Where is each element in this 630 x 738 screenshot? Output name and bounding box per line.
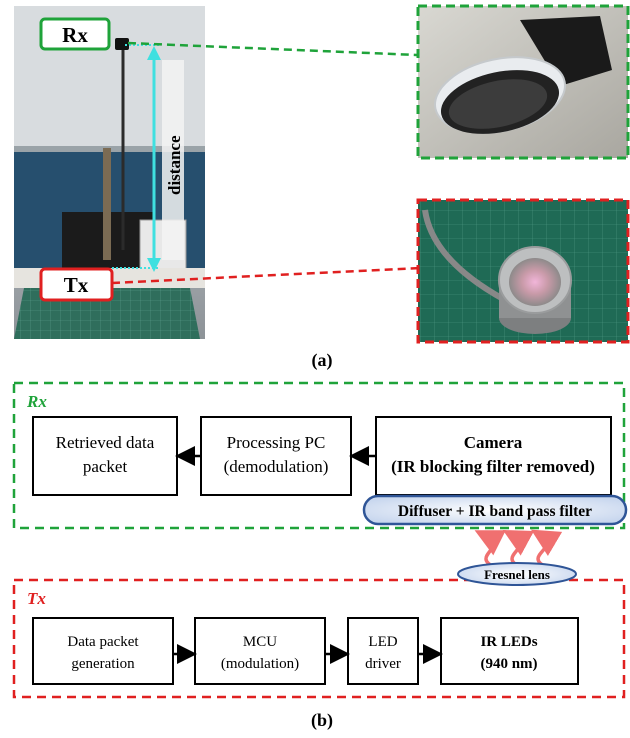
- data-packet-block: Data packet generation: [32, 617, 174, 685]
- stand-pole: [103, 148, 111, 260]
- svg-text:(modulation): (modulation): [221, 656, 299, 672]
- camera-block: Camera (IR blocking filter removed): [375, 416, 612, 496]
- camera-body: [520, 16, 612, 86]
- led-driver-block: LED driver: [347, 617, 419, 685]
- svg-text:Fresnel lens: Fresnel lens: [484, 567, 550, 582]
- svg-text:packet: packet: [83, 457, 128, 476]
- svg-text:IR LEDs: IR LEDs: [480, 634, 537, 650]
- rx-inset-photo: [416, 4, 630, 160]
- rx-label-text: Rx: [62, 23, 88, 47]
- tx-photo-label: Tx: [39, 267, 114, 302]
- led-glow: [509, 258, 561, 306]
- svg-text:Diffuser + IR band pass filter: Diffuser + IR band pass filter: [398, 503, 592, 520]
- led-cable: [422, 209, 507, 303]
- rx-callout-line: [127, 41, 418, 57]
- processing-pc-block: Processing PC (demodulation): [200, 416, 352, 496]
- ir-leds-block: IR LEDs (940 nm): [440, 617, 579, 685]
- svg-text:Retrieved data: Retrieved data: [56, 433, 155, 452]
- svg-text:Data packet: Data packet: [67, 634, 139, 650]
- svg-text:generation: generation: [71, 656, 135, 672]
- retrieved-data-block: Retrieved data packet: [32, 416, 178, 496]
- distance-label-bg: [162, 60, 184, 260]
- svg-text:(demodulation): (demodulation): [224, 457, 329, 476]
- svg-text:driver: driver: [365, 656, 401, 672]
- svg-text:(940 nm): (940 nm): [480, 656, 537, 672]
- tx-inset-photo: [416, 198, 630, 344]
- setup-photo: distance: [14, 6, 205, 339]
- svg-text:Processing PC: Processing PC: [227, 433, 326, 452]
- svg-text:Camera: Camera: [464, 433, 523, 452]
- svg-text:(IR blocking filter removed): (IR blocking filter removed): [391, 457, 595, 476]
- fresnel-lens: Fresnel lens: [457, 562, 577, 586]
- tx-section-label: Tx: [27, 589, 46, 608]
- rx-section-label: Rx: [26, 392, 47, 411]
- camera-mount: [115, 38, 129, 50]
- svg-text:LED: LED: [368, 634, 397, 650]
- tx-region: [12, 578, 626, 699]
- diffuser-filter-pill: Diffuser + IR band pass filter: [362, 494, 628, 526]
- svg-text:MCU: MCU: [243, 634, 277, 650]
- caption-b: (b): [311, 710, 333, 731]
- caption-a: (a): [312, 350, 333, 371]
- mcu-block: MCU (modulation): [194, 617, 326, 685]
- rx-photo-label: Rx: [39, 17, 111, 51]
- rx-region: [12, 381, 626, 530]
- distance-label: distance: [165, 135, 184, 195]
- tx-label-text: Tx: [64, 273, 89, 297]
